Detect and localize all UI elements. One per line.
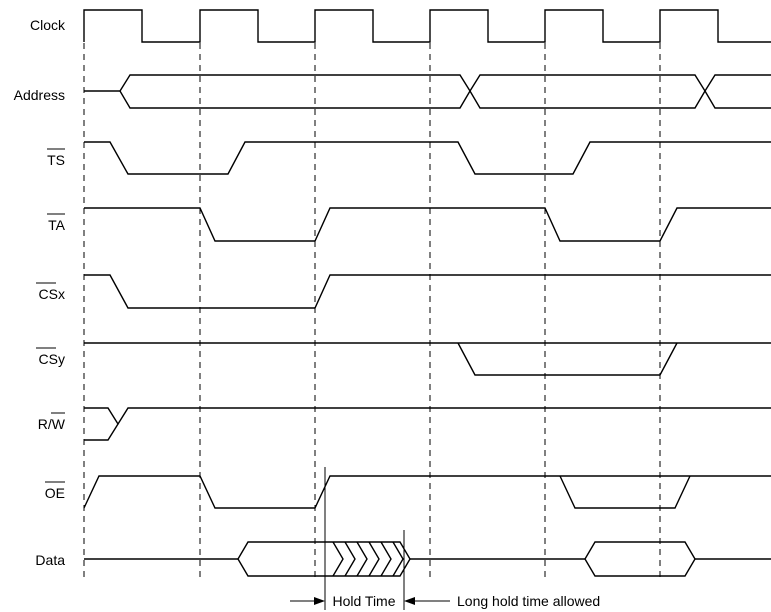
data-hold-chevron	[380, 541, 392, 577]
label-rw: R/W	[38, 416, 66, 432]
waveform-ta	[84, 207, 771, 242]
label-oe: OE	[45, 485, 65, 501]
hold-time-label: Hold Time	[332, 593, 395, 609]
label-ts: TS	[47, 152, 65, 168]
label-csy: CSy	[39, 351, 65, 367]
long-hold-label: Long hold time allowed	[457, 593, 600, 609]
waveform-oe	[83, 475, 771, 509]
waveform-csx	[84, 274, 771, 309]
label-clock: Clock	[30, 17, 66, 33]
label-data: Data	[35, 552, 65, 568]
signal-labels: Clock Address TS TA CSx CSy R/W OE Data	[14, 17, 66, 568]
data-hold-chevron	[368, 541, 380, 577]
arrow-right-icon	[314, 597, 325, 605]
arrow-left-icon	[404, 597, 415, 605]
data-hold-chevron	[332, 541, 344, 577]
waveform-rw	[84, 407, 771, 441]
clock-edge-guides	[83, 10, 661, 578]
data-hold-chevron	[392, 541, 404, 577]
label-address: Address	[14, 87, 65, 103]
waveform-ts	[84, 141, 771, 175]
waveform-address	[84, 74, 771, 109]
waveform-clock	[83, 9, 771, 43]
label-csx: CSx	[39, 286, 65, 302]
waveform-data	[84, 541, 771, 577]
hold-time-annotation: Hold Time Long hold time allowed	[290, 467, 600, 610]
data-hold-chevron	[344, 541, 356, 577]
data-hold-chevron	[356, 541, 368, 577]
label-ta: TA	[48, 217, 66, 233]
waveform-csy	[84, 342, 771, 376]
